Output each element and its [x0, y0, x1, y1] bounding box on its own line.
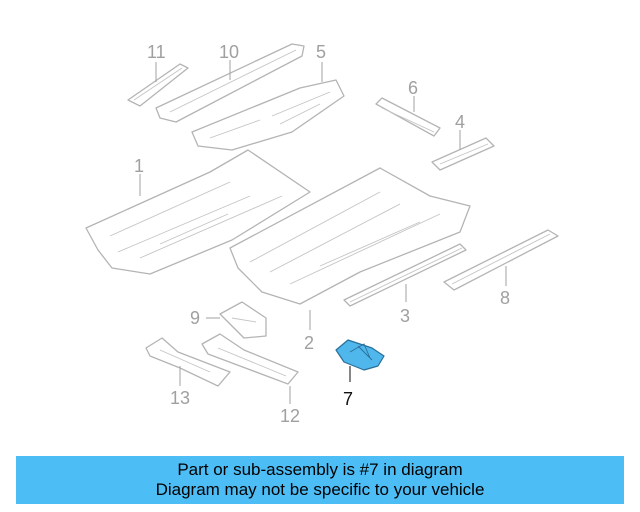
part-13-crossmember	[145, 337, 231, 387]
part-7-highlighted-bracket	[335, 339, 385, 371]
callout-12: 12	[280, 406, 300, 426]
banner-line-2: Diagram may not be specific to your vehi…	[155, 480, 485, 499]
callout-7: 7	[343, 389, 353, 409]
part-2-rear-floor	[229, 167, 471, 305]
part-4-bracket	[431, 137, 495, 171]
callout-11: 11	[147, 42, 166, 62]
callout-10: 10	[219, 42, 239, 62]
part-11-rail	[127, 63, 189, 107]
part-1-front-floor	[85, 149, 311, 275]
callout-13: 13	[170, 388, 190, 408]
part-8-outer-rail	[443, 229, 559, 291]
banner-line-1: Part or sub-assembly is #7 in diagram	[177, 460, 463, 479]
callout-5: 5	[316, 42, 326, 62]
callout-2: 2	[304, 333, 314, 353]
parts-diagram: 11 10 5 6 4 1 2 3	[85, 42, 559, 426]
callout-3: 3	[400, 306, 410, 326]
part-12-crossmember	[201, 333, 299, 385]
part-10-rail	[155, 43, 305, 123]
info-banner: Part or sub-assembly is #7 in diagram Di…	[16, 456, 624, 504]
callout-9: 9	[190, 308, 200, 328]
callout-8: 8	[500, 288, 510, 308]
callout-1: 1	[134, 156, 144, 176]
part-6-crossmember	[375, 97, 441, 137]
part-3-side-sill	[343, 243, 467, 307]
part-5-reinforcement	[191, 79, 345, 151]
part-9-bracket	[219, 301, 267, 339]
callout-4: 4	[455, 112, 465, 132]
callout-6: 6	[408, 78, 418, 98]
